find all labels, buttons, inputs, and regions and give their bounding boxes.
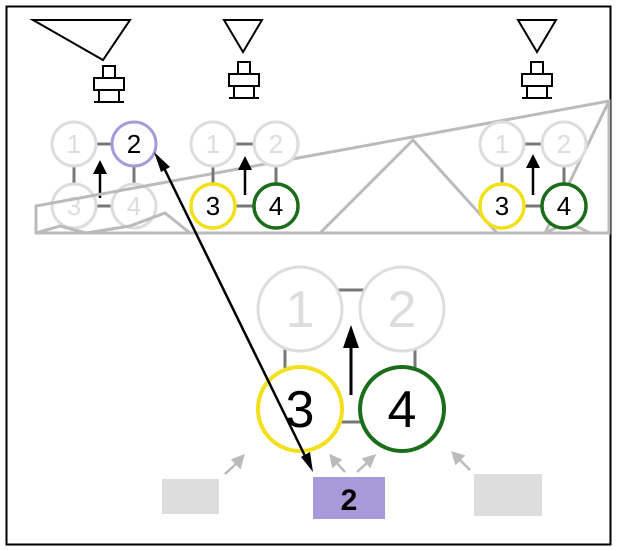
arrow-up-icon	[93, 160, 107, 174]
slider-frame	[283, 288, 417, 424]
gray-arrow	[451, 451, 471, 471]
circle-1-label: 1	[206, 129, 220, 159]
circle-4	[110, 182, 158, 230]
selected-box[interactable]: 2	[313, 477, 385, 519]
circle-4-label: 4	[388, 381, 417, 439]
triangle-icon	[516, 19, 558, 54]
circle-4	[252, 182, 300, 230]
connection-arrow	[154, 152, 313, 472]
top-group-left: 1 3 4 2	[50, 120, 158, 230]
circle-2	[540, 120, 588, 168]
tractor-icon	[521, 61, 553, 99]
circle-3	[478, 182, 526, 230]
circle-1	[256, 265, 344, 353]
circle-1-label: 1	[495, 129, 509, 159]
triangle-icon	[29, 19, 132, 62]
gray-box-icon	[162, 479, 219, 514]
slider-frame	[500, 142, 566, 208]
circle-1	[478, 120, 526, 168]
top-group-right: 1 2 3 4	[478, 120, 588, 230]
tractor-icon	[93, 65, 125, 103]
arrow-up-icon	[526, 154, 540, 168]
circle-2	[110, 120, 158, 168]
circle-3-label: 3	[67, 191, 81, 221]
circle-1	[189, 120, 237, 168]
gray-arrow	[224, 453, 245, 475]
circle-2	[358, 265, 446, 353]
main-group: 1 2 3 4	[256, 265, 446, 453]
slider-frame	[72, 142, 136, 208]
circle-3	[189, 182, 237, 230]
circle-3	[50, 182, 98, 230]
slider-frame	[211, 142, 278, 208]
circle-3	[256, 365, 344, 453]
circle-4-label: 4	[269, 191, 283, 221]
arrowhead-top	[154, 152, 170, 172]
gray-box-icon	[474, 474, 542, 516]
arrow-up-icon	[343, 325, 359, 348]
circle-1-label: 1	[67, 129, 81, 159]
selected-box-bg[interactable]	[313, 477, 385, 519]
circle-2-label: 2	[388, 281, 417, 339]
gray-arrow	[329, 453, 346, 473]
tractor-icon	[228, 61, 260, 99]
circle-3-label: 3	[495, 191, 509, 221]
circle-4	[540, 182, 588, 230]
gray-arrow	[356, 454, 377, 473]
arrowhead-bottom	[301, 452, 313, 472]
arrow-up-icon	[238, 156, 252, 170]
circle-2	[252, 120, 300, 168]
triangle-icon	[222, 19, 264, 54]
circle-1	[50, 120, 98, 168]
circle-4-label: 4	[127, 191, 141, 221]
selected-box-label: 2	[341, 484, 358, 517]
circle-3-label: 3	[286, 381, 315, 439]
circle-2-label: 2	[269, 129, 283, 159]
circle-1-label: 1	[286, 281, 315, 339]
circle-3-label: 3	[206, 191, 220, 221]
circle-2-label: 2	[127, 129, 141, 159]
circle-4-label: 4	[557, 191, 571, 221]
circle-2-label: 2	[557, 129, 571, 159]
top-group-mid: 1 2 3 4	[189, 120, 300, 230]
circle-4	[358, 365, 446, 453]
